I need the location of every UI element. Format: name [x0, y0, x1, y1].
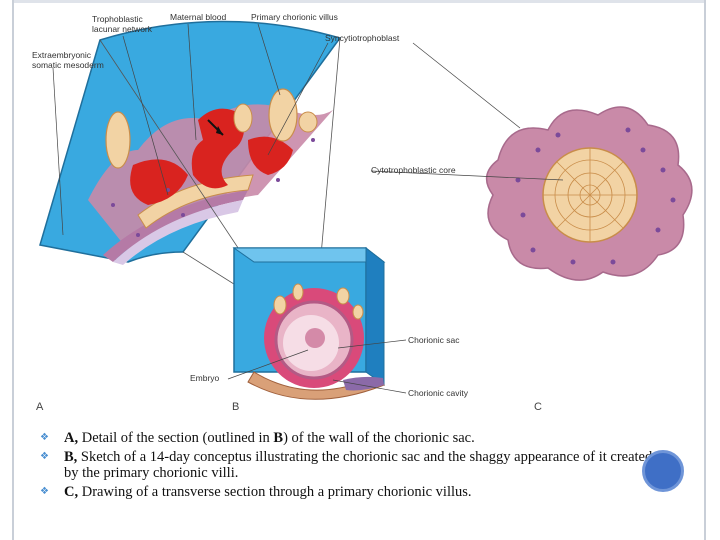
caption-a-key: A, — [64, 430, 79, 446]
caption-item-c: ❖ C, Drawing of a transverse section thr… — [30, 484, 670, 500]
figure-caption: ❖ A, Detail of the section (outlined in … — [30, 430, 670, 503]
label-chorionic-cavity: Chorionic cavity — [408, 388, 469, 398]
panel-label-b: B — [232, 401, 239, 413]
leader-lines — [52, 23, 564, 394]
caption-c-text: Drawing of a transverse section through … — [78, 484, 472, 500]
figure-labels: Trophoblastic lacunar network Maternal b… — [32, 12, 542, 413]
caption-b-text: Sketch of a 14-day conceptus illustratin… — [64, 449, 653, 481]
caption-c-key: C, — [64, 484, 79, 500]
diamond-bullet-icon: ❖ — [40, 486, 49, 497]
panel-a-wedge — [39, 20, 342, 265]
label-cytotrophoblastic-core: Cytotrophoblastic core — [371, 165, 456, 175]
panel-b-block — [232, 246, 386, 400]
diamond-bullet-icon: ❖ — [40, 432, 49, 443]
label-chorionic-sac: Chorionic sac — [408, 335, 460, 345]
caption-a-text-2: ) of the wall of the chorionic sac. — [283, 430, 475, 446]
label-extraembryonic-somatic-mesoderm-2: somatic mesoderm — [32, 60, 104, 70]
panel-label-c: C — [534, 401, 542, 413]
panel-c-villus — [485, 106, 693, 281]
label-extraembryonic-somatic-mesoderm: Extraembryonic — [32, 50, 92, 60]
caption-a-text: Detail of the section (outlined in — [78, 430, 274, 446]
slide-nav-circle[interactable] — [642, 450, 684, 492]
caption-item-b: ❖ B, Sketch of a 14-day conceptus illust… — [30, 449, 670, 481]
diamond-bullet-icon: ❖ — [40, 451, 49, 462]
label-maternal-blood: Maternal blood — [170, 12, 227, 22]
slide-frame-top — [12, 0, 706, 3]
label-trophoblastic-lacunar-network: Trophoblastic — [92, 14, 143, 24]
caption-a-ref: B — [273, 430, 284, 446]
caption-b-key: B, — [64, 449, 78, 465]
slide-frame-right — [704, 0, 706, 540]
label-syncytiotrophoblast: Syncytiotrophoblast — [325, 33, 400, 43]
label-embryo: Embryo — [190, 373, 220, 383]
panel-label-a: A — [36, 401, 44, 413]
caption-item-a: ❖ A, Detail of the section (outlined in … — [30, 430, 670, 446]
label-trophoblastic-lacunar-network-2: lacunar network — [92, 24, 153, 34]
chorionic-sac-figure: Trophoblastic lacunar network Maternal b… — [32, 12, 693, 413]
label-primary-chorionic-villus: Primary chorionic villus — [251, 12, 338, 22]
slide-frame-left — [12, 0, 14, 540]
